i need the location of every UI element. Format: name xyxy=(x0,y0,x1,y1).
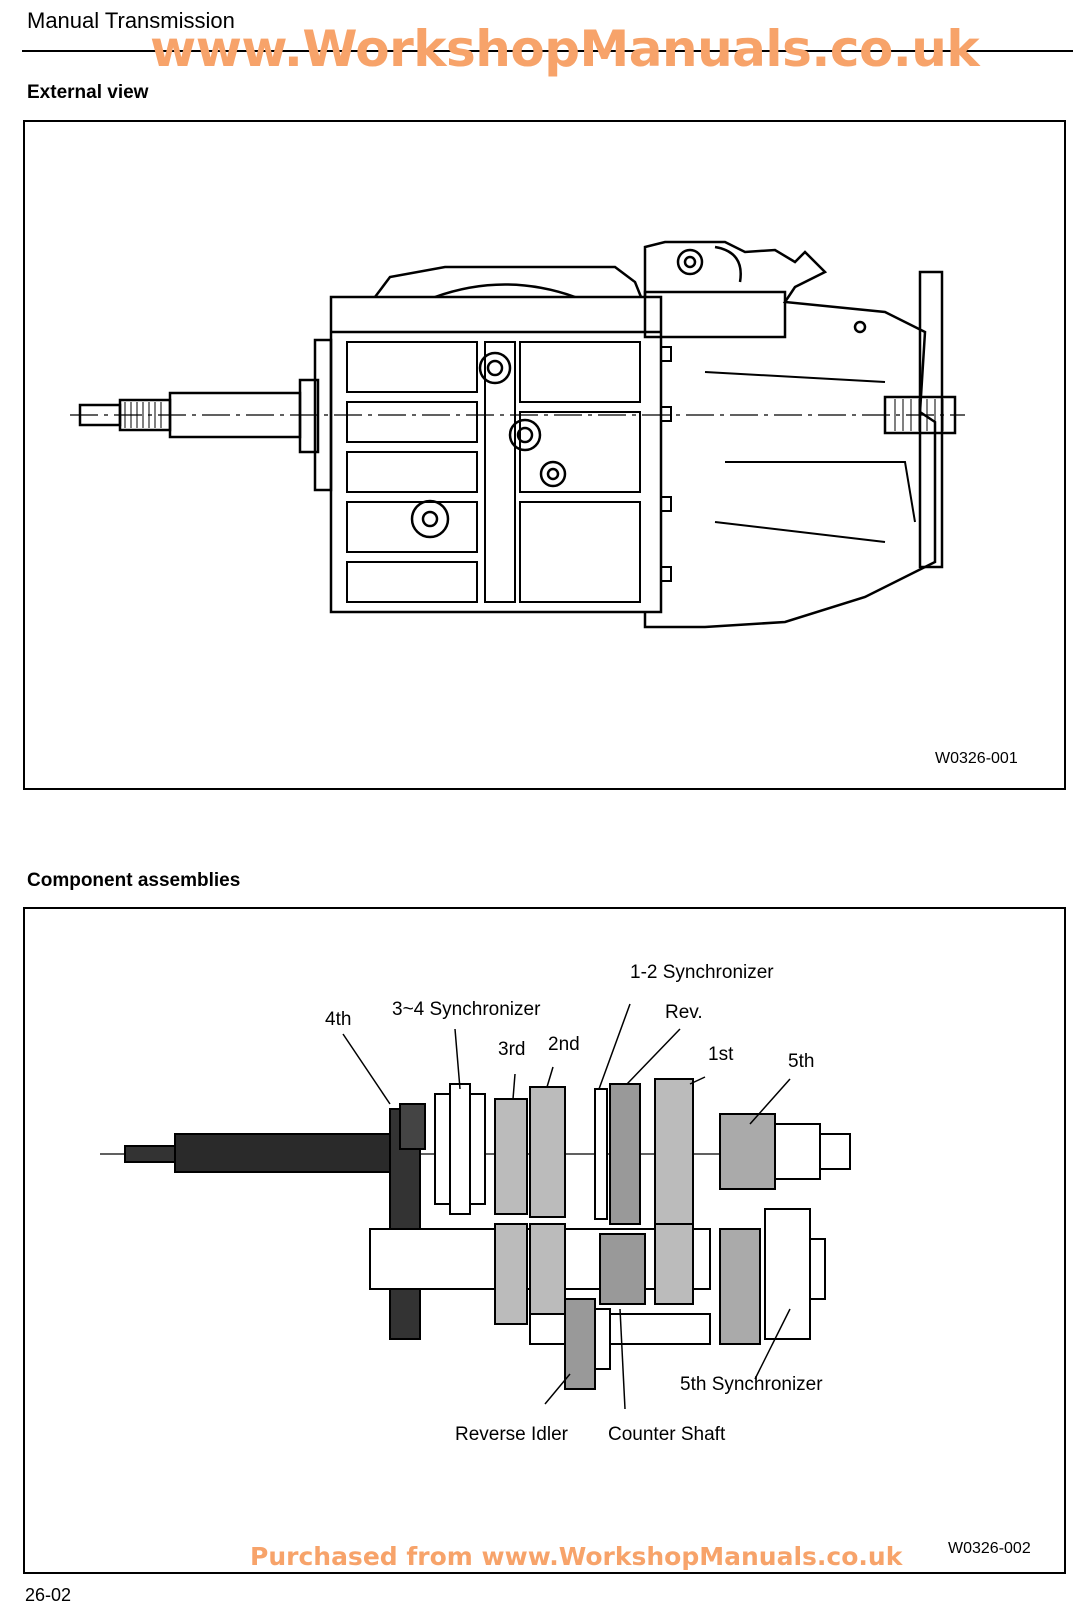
watermark-bottom: Purchased from www.WorkshopManuals.co.uk xyxy=(250,1542,903,1571)
page-number: 26-02 xyxy=(25,1585,72,1605)
callout-2nd: 2nd xyxy=(548,1034,580,1055)
callout-5th-synchronizer: 5th Synchronizer xyxy=(680,1374,823,1395)
callout-1-2-synchronizer: 1-2 Synchronizer xyxy=(630,962,774,983)
figure-code-external: W0326-001 xyxy=(935,750,1018,767)
callout-counter-shaft: Counter Shaft xyxy=(608,1424,726,1445)
callout-rev: Rev. xyxy=(665,1002,703,1023)
section-heading-external-view: External view xyxy=(27,82,149,103)
callout-4th: 4th xyxy=(325,1009,352,1030)
figure-component-assemblies: 4th 3~4 Synchronizer 1-2 Synchronizer Re… xyxy=(23,907,1066,1574)
title-rule xyxy=(22,50,1073,52)
callout-3-4-synchronizer: 3~4 Synchronizer xyxy=(392,999,541,1020)
figure-external-view: W0326-001 xyxy=(23,120,1066,790)
figure-code-components: W0326-002 xyxy=(948,1540,1031,1557)
callout-3rd: 3rd xyxy=(498,1039,526,1060)
gear-train-drawing xyxy=(100,1003,851,1410)
callout-5th: 5th xyxy=(788,1051,815,1072)
page-title: Manual Transmission xyxy=(27,8,235,33)
callout-1st: 1st xyxy=(708,1044,734,1065)
callout-reverse-idler: Reverse Idler xyxy=(455,1424,568,1445)
transmission-external-drawing xyxy=(70,240,965,629)
section-heading-component-assemblies: Component assemblies xyxy=(27,870,241,891)
watermark-top: www.WorkshopManuals.co.uk xyxy=(150,20,980,78)
